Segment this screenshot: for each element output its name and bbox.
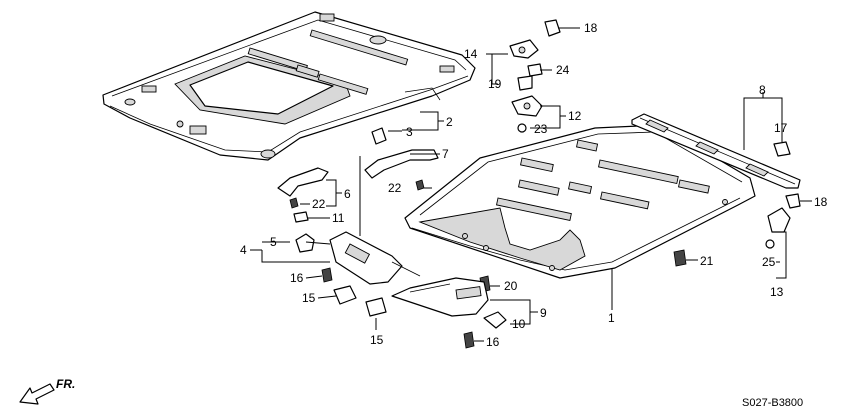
callout-3: 3: [406, 125, 413, 139]
callout-13: 13: [770, 285, 784, 299]
callout-18-right: 18: [814, 195, 828, 209]
callout-15-left: 15: [302, 291, 316, 305]
callout-20: 20: [504, 279, 518, 293]
callout-9: 9: [540, 306, 547, 320]
callout-12: 12: [568, 109, 582, 123]
front-arrow-icon: [19, 383, 55, 405]
leader-lines: [250, 27, 812, 342]
callout-16-upper: 16: [290, 271, 304, 285]
callout-2: 2: [446, 115, 453, 129]
callout-21: 21: [700, 254, 714, 268]
callout-10: 10: [512, 317, 526, 331]
roof-rail: [631, 113, 801, 189]
callout-5: 5: [270, 235, 277, 249]
sunvisor-left: [329, 231, 421, 285]
headliner-main: [404, 124, 756, 279]
callout-18-top: 18: [584, 21, 598, 35]
callout-labels: 1 2 3 4 5 6 7 8 9 10 11 12 13 14 15 15 1…: [240, 21, 828, 349]
callout-19: 19: [488, 77, 502, 91]
callout-16-lower: 16: [486, 335, 500, 349]
callout-6: 6: [344, 187, 351, 201]
callout-7: 7: [442, 147, 449, 161]
callout-11: 11: [332, 211, 345, 225]
front-label: FR.: [56, 377, 75, 391]
small-parts: [277, 19, 801, 349]
headliner-sunroof: [102, 11, 476, 161]
callout-1: 1: [608, 311, 615, 325]
front-direction-indicator: FR.: [19, 377, 75, 405]
callout-4: 4: [240, 243, 247, 257]
callout-24: 24: [556, 63, 570, 77]
callout-15-lower: 15: [370, 333, 384, 347]
callout-23: 23: [534, 122, 548, 136]
callout-14: 14: [464, 47, 478, 61]
diagram-code: S027-B3800: [742, 397, 803, 409]
callout-8: 8: [759, 83, 766, 97]
callout-22-upper: 22: [388, 181, 402, 195]
callout-17: 17: [774, 121, 788, 135]
callout-22-lower: 22: [312, 197, 326, 211]
callout-25: 25: [762, 255, 776, 269]
sunvisor-right: [391, 277, 489, 317]
